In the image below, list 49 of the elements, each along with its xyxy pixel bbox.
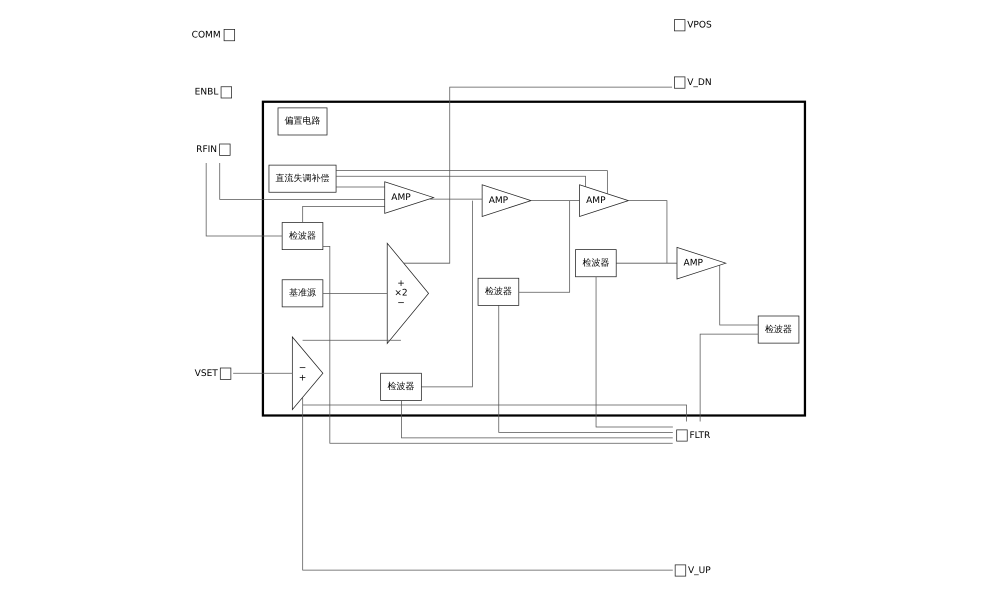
connector — [302, 340, 402, 341]
node-label: FLTR — [690, 430, 710, 441]
node-box — [219, 144, 230, 156]
connector — [719, 264, 758, 326]
node-box: 基准源 — [282, 279, 324, 308]
node-box — [224, 29, 236, 42]
node-box: 直流失调补偿 — [268, 164, 336, 193]
node-box: 检波器 — [758, 316, 800, 344]
node-label: ENBL — [194, 88, 218, 98]
node-box — [220, 86, 232, 98]
connector — [596, 276, 674, 428]
connector — [401, 400, 674, 438]
node-label: COMM — [192, 30, 221, 40]
node-box — [674, 564, 686, 577]
connector — [219, 162, 385, 200]
cluster — [262, 100, 806, 417]
connector — [700, 334, 759, 422]
connector — [530, 200, 580, 201]
node-box: 检波器 — [575, 249, 617, 278]
node-box — [676, 429, 688, 442]
node-label: V_DN — [687, 78, 712, 88]
connector — [302, 397, 674, 570]
connector — [322, 292, 388, 294]
connector — [336, 170, 608, 194]
connector — [518, 200, 570, 293]
connector — [498, 305, 674, 433]
node-label: RFIN — [196, 145, 218, 156]
node-box: 检波器 — [282, 222, 324, 250]
node-box: 检波器 — [478, 278, 520, 306]
node-label: VSET — [194, 369, 218, 380]
node-box — [220, 368, 232, 380]
connector — [322, 246, 674, 444]
node-box — [674, 19, 686, 32]
connector — [404, 86, 672, 264]
node-box — [674, 76, 686, 89]
connector — [628, 200, 668, 264]
connector — [336, 186, 386, 188]
node-box: 检波器 — [380, 372, 422, 401]
connector — [302, 206, 385, 223]
connector — [302, 404, 687, 422]
node-label: VPOS — [687, 20, 712, 31]
connector — [428, 198, 482, 200]
connector — [616, 262, 678, 264]
connector — [336, 176, 586, 187]
connector — [206, 162, 282, 236]
connector — [232, 372, 293, 374]
node-label: V_UP — [688, 566, 711, 576]
connector — [421, 200, 473, 388]
node-box: 偏置电路 — [278, 107, 328, 136]
